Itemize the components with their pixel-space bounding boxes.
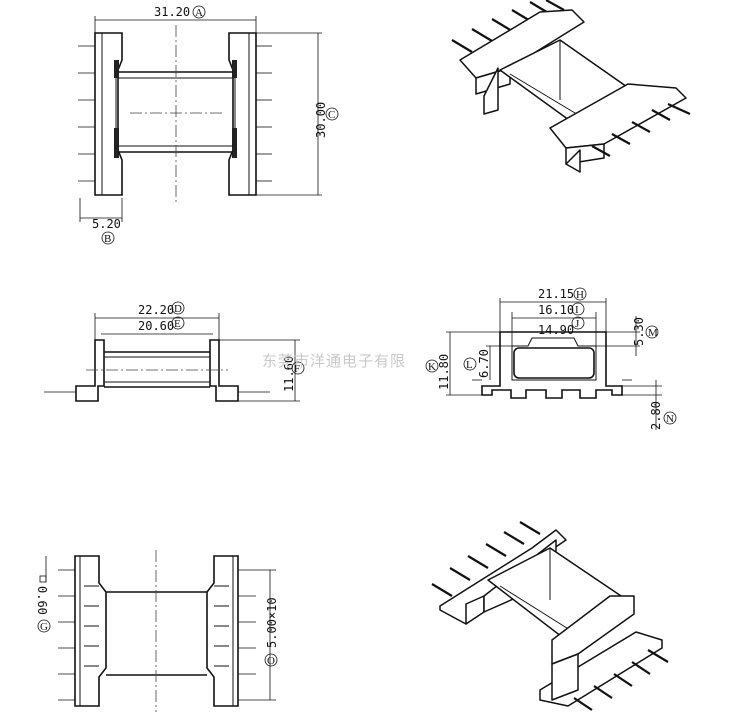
dim-j-value: 14.90	[538, 323, 574, 337]
dim-d-value: 22.20	[138, 303, 174, 317]
ref-m: M	[648, 327, 658, 339]
dim-l-value: 6.70	[477, 349, 491, 378]
ref-j: J	[575, 318, 580, 330]
ref-h: H	[576, 289, 584, 301]
isometric-view-top	[451, 0, 691, 173]
ref-a: A	[195, 7, 203, 19]
isometric-view-bottom	[431, 521, 669, 711]
ref-d: D	[174, 303, 182, 315]
ref-o: O	[267, 655, 275, 667]
dim-n-value: 2.80	[649, 401, 663, 430]
dim-o-value: 5.00×10	[265, 597, 279, 648]
ref-c: C	[328, 109, 335, 121]
dim-e-value: 20.60	[138, 319, 174, 333]
ref-g: G	[40, 621, 48, 633]
ref-k: K	[428, 361, 436, 373]
bottom-view: 0.60 G 5.00×10 O	[35, 550, 279, 712]
ref-l: L	[466, 359, 473, 371]
ref-b: B	[104, 233, 111, 245]
dim-m-value: 5.30	[632, 317, 646, 346]
dim-k-value: 11.80	[437, 354, 451, 390]
ref-n: N	[666, 413, 674, 425]
dim-g-value: 0.60	[35, 586, 49, 615]
dim-b-value: 5.20	[92, 217, 121, 231]
ref-f: F	[294, 363, 300, 375]
side-view: 22.20 D 20.60 E 11.60 F	[44, 301, 305, 402]
end-view: 21.15 H 16.10 I 14.90 J 11.80 K 6.70 L 5…	[425, 287, 677, 430]
dim-h-value: 21.15	[538, 287, 574, 301]
dim-i-value: 16.10	[538, 303, 574, 317]
top-view: 31.20 A 30.00 C 5.20 B	[78, 5, 339, 245]
dim-a-value: 31.20	[154, 5, 190, 19]
ref-i: I	[575, 304, 579, 316]
dim-c-value: 30.00	[314, 102, 328, 138]
ref-e: E	[174, 318, 181, 330]
watermark-text: 东莞市洋通电子有限	[262, 352, 406, 370]
